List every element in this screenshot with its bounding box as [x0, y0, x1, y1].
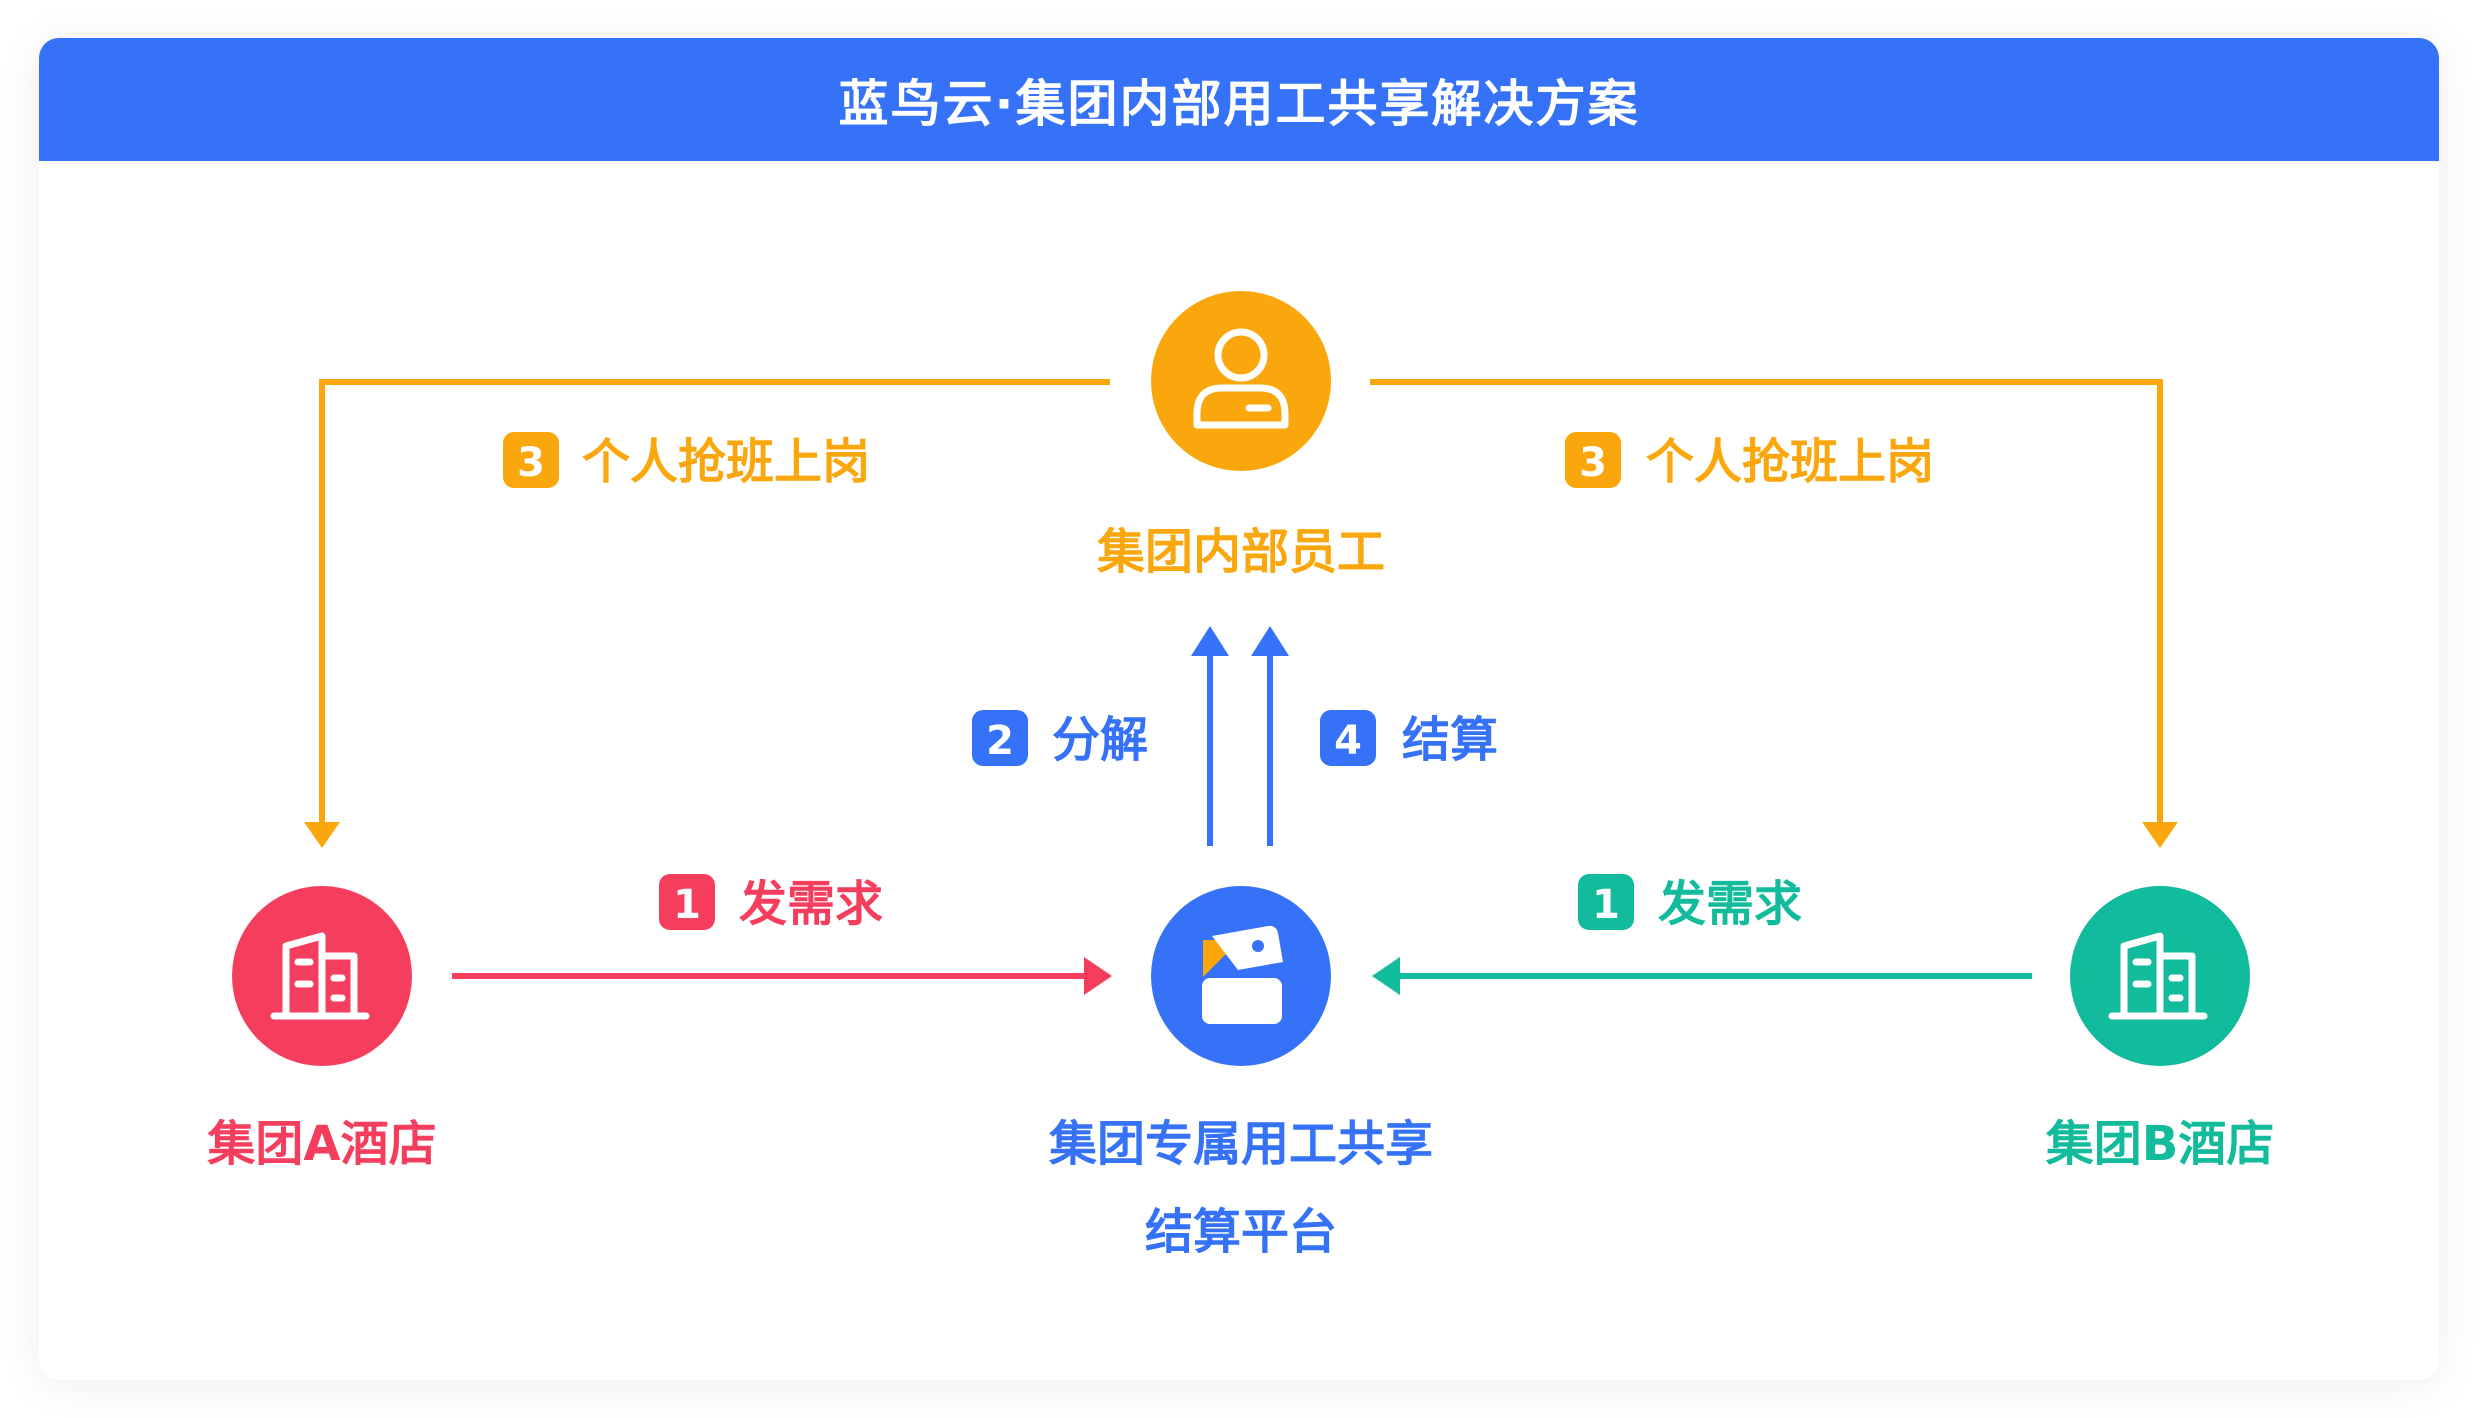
step-settle: 4 结算 [1320, 710, 1498, 768]
step-number: 2 [986, 718, 1014, 764]
step-number: 1 [1592, 882, 1620, 928]
step-badge [1320, 710, 1376, 766]
step-badge [503, 432, 559, 488]
employee-label: 集团内部员工 [1096, 524, 1385, 580]
step-number: 1 [673, 882, 701, 928]
hotel-a-node: 集团A酒店 [206, 886, 437, 1172]
connector-employee-to-hotel-a [319, 379, 1110, 828]
step-text: 分解 [1052, 712, 1148, 768]
building-icon [2108, 932, 2208, 1020]
step-decompose: 2 分解 [972, 710, 1148, 768]
step-number: 3 [1579, 440, 1607, 486]
arrowhead-hotel-a [304, 822, 340, 848]
connector-employee-to-hotel-b [1370, 379, 2163, 828]
step-text: 个人抢班上岗 [582, 434, 870, 490]
step-badge [1578, 874, 1634, 930]
arrowhead-platform-right [1372, 957, 1400, 995]
step-grab-left: 3 个人抢班上岗 [503, 432, 870, 490]
step-badge [1565, 432, 1621, 488]
platform-label-line2: 结算平台 [1145, 1204, 1337, 1260]
platform-node: 集团专属用工共享 结算平台 [1048, 886, 1433, 1260]
step-text: 发需求 [1658, 876, 1802, 932]
step-demand-b: 1 发需求 [1578, 874, 1802, 932]
platform-label-line1: 集团专属用工共享 [1048, 1116, 1433, 1172]
step-demand-a: 1 发需求 [659, 874, 883, 932]
arrowhead-hotel-b [2142, 822, 2178, 848]
step-grab-right: 3 个人抢班上岗 [1565, 432, 1934, 490]
arrowhead-decompose [1191, 626, 1229, 656]
person-icon [1193, 328, 1289, 429]
step-text: 个人抢班上岗 [1646, 434, 1934, 490]
step-badge [972, 710, 1028, 766]
step-badge [659, 874, 715, 930]
hotel-b-label: 集团B酒店 [2045, 1116, 2275, 1172]
hotel-b-node: 集团B酒店 [2045, 886, 2275, 1172]
diagram-card: 蓝鸟云·集团内部用工共享解决方案 [39, 38, 2439, 1380]
hotel-a-label: 集团A酒店 [206, 1116, 436, 1172]
building-icon [270, 932, 370, 1020]
step-text: 发需求 [739, 876, 883, 932]
employee-node: 集团内部员工 [1096, 291, 1385, 580]
step-number: 3 [517, 440, 545, 486]
arrowhead-platform-left [1084, 957, 1112, 995]
page-title: 蓝鸟云·集团内部用工共享解决方案 [39, 38, 2439, 161]
step-text: 结算 [1402, 712, 1498, 768]
arrowhead-settle [1251, 626, 1289, 656]
step-number: 4 [1334, 718, 1362, 764]
platform-icon [1202, 925, 1283, 1024]
